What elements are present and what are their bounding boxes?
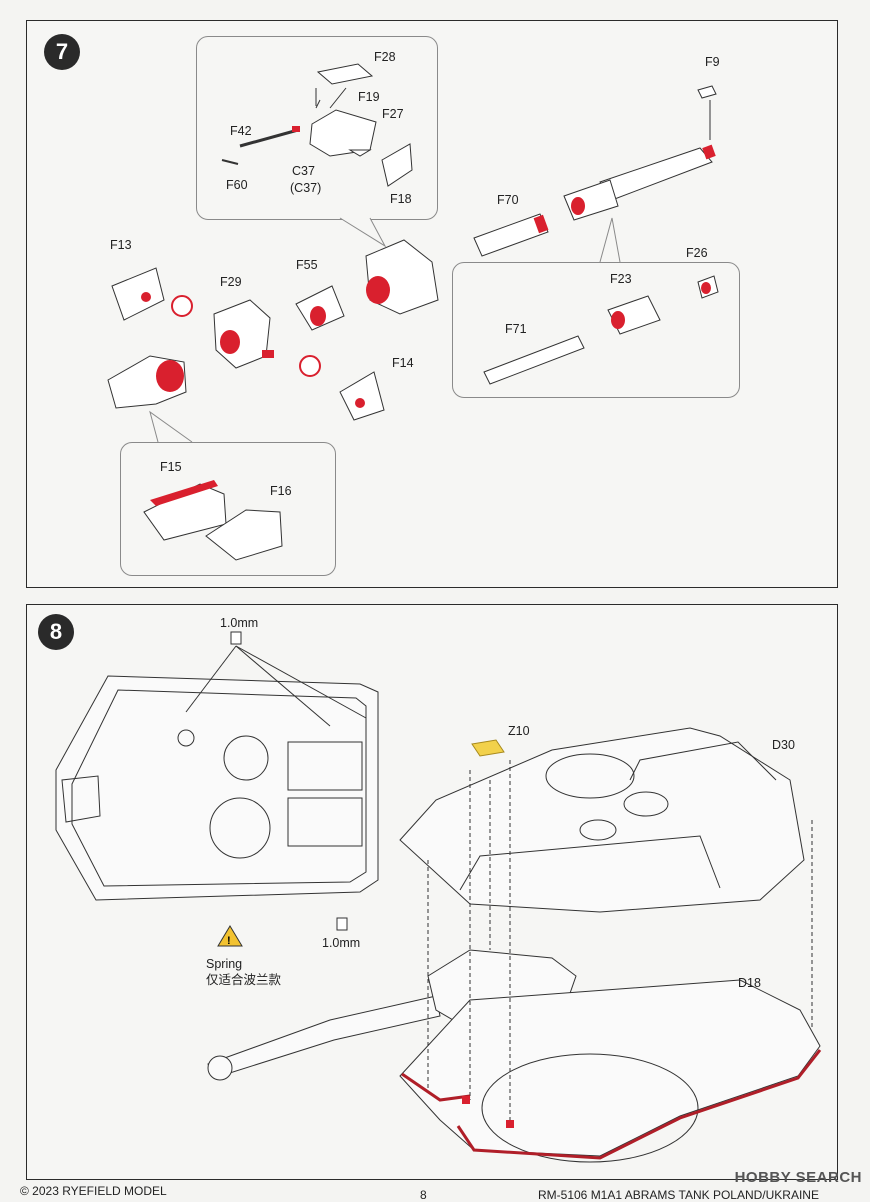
label-f26: F26 — [686, 246, 708, 260]
label-d18: D18 — [738, 976, 761, 990]
label-c37-paren: (C37) — [290, 181, 322, 195]
label-f15: F15 — [160, 460, 182, 474]
spring-note: Spring 仅适合波兰款 — [206, 956, 281, 988]
drill-size-top: 1.0mm — [220, 616, 259, 630]
drill-size-bottom: 1.0mm — [322, 936, 361, 950]
step-7-drawing — [107, 63, 719, 561]
footer-copyright: © 2023 RYEFIELD MODEL — [20, 1184, 167, 1198]
label-f28: F28 — [374, 50, 396, 64]
label-f14: F14 — [392, 356, 414, 370]
label-f19: F19 — [358, 90, 380, 104]
label-f23: F23 — [610, 272, 632, 286]
f27-callout — [196, 36, 438, 220]
step-8-badge: 8 — [38, 614, 74, 650]
label-f60: F60 — [226, 178, 248, 192]
footer-kit-title: RM-5106 M1A1 ABRAMS TANK POLAND/UKRAINE — [538, 1188, 819, 1202]
f71-callout — [452, 262, 740, 398]
step-7-badge: 7 — [44, 34, 80, 70]
label-f42: F42 — [230, 124, 252, 138]
spring-note-line1: Spring — [206, 957, 243, 971]
watermark: HOBBY SEARCH — [734, 1169, 862, 1186]
label-f18: F18 — [390, 192, 412, 206]
svg-text:!: ! — [227, 935, 231, 947]
label-f29: F29 — [220, 275, 242, 289]
label-f27: F27 — [382, 107, 404, 121]
label-c37: C37 — [292, 164, 315, 178]
label-f55: F55 — [296, 258, 318, 272]
label-f9: F9 — [705, 55, 720, 69]
label-f71: F71 — [505, 322, 527, 336]
label-f13: F13 — [110, 238, 132, 252]
spring-note-line2: 仅适合波兰款 — [206, 973, 282, 987]
label-d30: D30 — [772, 738, 795, 752]
footer-page-number: 8 — [420, 1188, 427, 1202]
label-f70: F70 — [497, 193, 519, 207]
label-z10: Z10 — [508, 724, 530, 738]
label-f16: F16 — [270, 484, 292, 498]
